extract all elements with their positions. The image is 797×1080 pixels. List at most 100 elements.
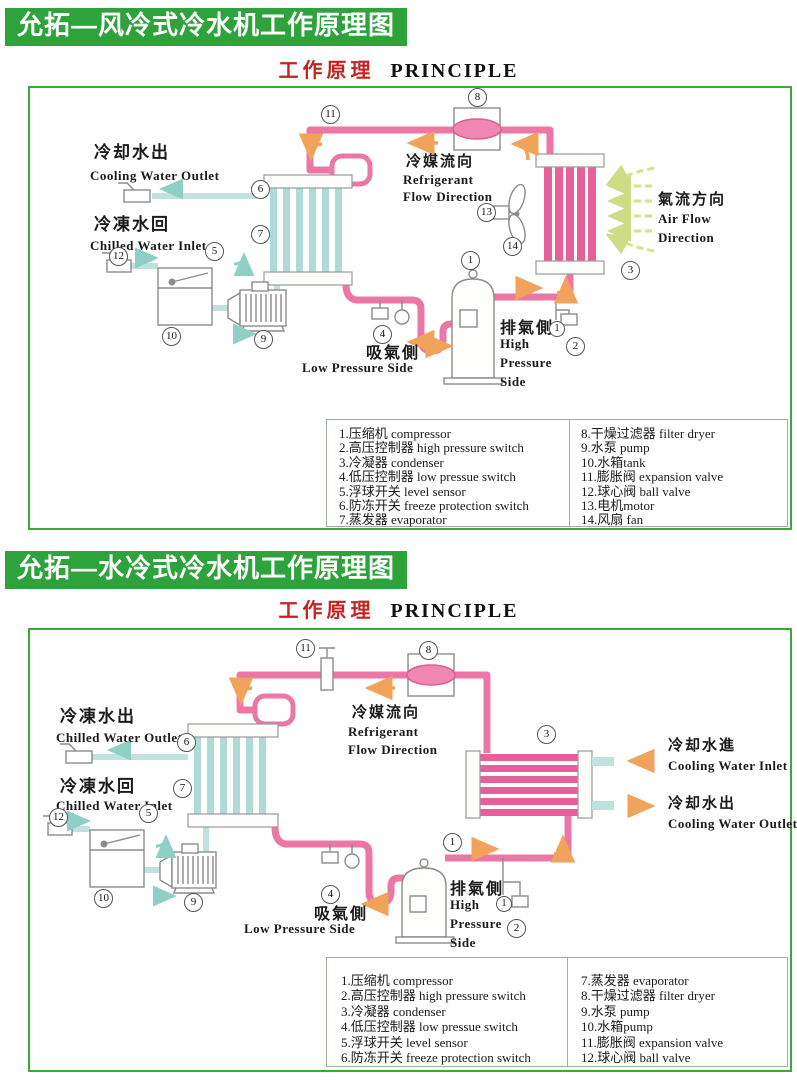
title-zh: 工作原理 — [278, 60, 375, 82]
cooling-water-outlet-stub — [592, 801, 614, 810]
label-high-pressure-en3: Side — [450, 935, 476, 950]
num-circle-2: 2 — [507, 919, 526, 938]
label-refrigerant-en2: Flow Direction — [403, 189, 493, 204]
ball-valve-outlet — [118, 182, 151, 203]
label-cooling-water-outlet-zh: 冷却水出 — [94, 143, 170, 162]
num-circle-4: 4 — [321, 885, 340, 904]
float-switch — [100, 840, 108, 848]
num-circle-8: 8 — [468, 88, 487, 107]
condenser — [465, 750, 614, 819]
banner-water-cooled-title: 允拓—水冷式冷水机工作原理图 — [5, 551, 408, 589]
label-high-pressure-en2: Pressure — [500, 355, 552, 370]
num-circle-3: 3 — [621, 261, 640, 280]
label-refrigerant-en1: Refrigerant — [348, 724, 419, 739]
fan — [493, 183, 526, 245]
cooling-water-inlet-stub — [592, 757, 614, 766]
flow-arrows-orange — [298, 130, 579, 359]
label-air-flow-en1: Air Flow — [658, 211, 712, 226]
num-circle-9: 9 — [184, 893, 203, 912]
legend-item: 3.冷凝器 condenser — [341, 1003, 446, 1019]
label-cooling-water-inlet-en: Cooling Water Inlet — [668, 758, 788, 773]
label-cooling-water-outlet-zh: 冷却水出 — [668, 796, 737, 812]
high-pressure-switch — [502, 858, 529, 908]
low-pressure-switch — [371, 300, 410, 325]
legend-item: 1.压缩机 compressor — [339, 426, 451, 441]
label-refrigerant-en1: Refrigerant — [403, 172, 474, 187]
label-air-flow-zh: 氣流方向 — [658, 192, 727, 208]
label-chilled-water-outlet-zh: 冷凍水出 — [60, 707, 136, 726]
label-cooling-water-outlet-en: Cooling Water Outlet — [90, 168, 220, 183]
legend-item: 12.球心阀 ball valve — [581, 483, 691, 499]
num-circle-5: 5 — [139, 804, 158, 823]
legend-item: 7.蒸发器 evaporator — [581, 973, 689, 988]
label-refrigerant-zh: 冷媒流向 — [352, 705, 421, 721]
banner-air-cooled-title: 允拓—风冷式冷水机工作原理图 — [5, 8, 408, 46]
float-switch — [168, 278, 176, 286]
evaporator — [187, 723, 279, 828]
label-air-flow-en2: Direction — [658, 230, 715, 245]
num-circle-11: 11 — [321, 105, 340, 124]
flow-arrows-orange — [228, 675, 656, 917]
legend-item: 3.冷凝器 condenser — [339, 454, 444, 470]
label-high-pressure-zh: 排氣側 — [450, 881, 505, 898]
label-high-pressure-en1: High — [450, 897, 480, 912]
pump — [159, 843, 217, 894]
num-circle-8: 8 — [419, 641, 438, 660]
num-circle-12: 12 — [109, 247, 128, 266]
label-refrigerant-zh: 冷媒流向 — [406, 154, 475, 170]
legend-item: 8.干燥过滤器 filter dryer — [581, 988, 715, 1004]
num-circle-2: 2 — [566, 337, 585, 356]
label-high-pressure-en3: Side — [500, 374, 526, 389]
num-circle-11: 11 — [296, 639, 315, 658]
legend-item: 5.浮球开关 level sensor — [341, 1034, 468, 1050]
compressor — [395, 858, 455, 944]
expansion-valve-loop — [252, 693, 296, 727]
legend-item: 14.风扇 fan — [581, 512, 644, 528]
flow-arrows-teal — [67, 739, 177, 907]
service-valve — [319, 647, 335, 691]
ball-valve-outlet — [60, 743, 93, 764]
compressor — [443, 269, 503, 385]
legend-item: 4.低压控制器 low pressue switch — [341, 1019, 518, 1035]
num-circle-4: 4 — [373, 325, 392, 344]
label-low-pressure-zh: 吸氣側 — [366, 345, 421, 362]
label-high-pressure-zh: 排氣側 — [500, 320, 555, 337]
num-circle-10: 10 — [162, 327, 181, 346]
water-cooled-diagram: 冷凍水出 Chilled Water Outlet 冷凍水回 Chilled W… — [28, 628, 797, 1072]
label-cooling-water-outlet-en: Cooling Water Outlet — [668, 816, 797, 831]
legend-item: 5.浮球开关 level sensor — [339, 483, 466, 499]
num-circle-1: 1 — [461, 251, 480, 270]
label-low-pressure-en: Low Pressure Side — [302, 360, 414, 375]
fan-motor — [493, 205, 510, 220]
label-cooling-water-inlet-zh: 冷却水進 — [668, 738, 737, 754]
num-circle-10: 10 — [94, 889, 113, 908]
legend-item: 8.干燥过滤器 filter dryer — [581, 426, 715, 441]
legend-item: 10.水箱pump — [581, 1019, 653, 1035]
filter-dryer — [406, 653, 456, 697]
legend-item: 9.水泵 pump — [581, 1003, 650, 1019]
legend-item: 4.低压控制器 low pressue switch — [339, 469, 516, 485]
label-refrigerant-en2: Flow Direction — [348, 742, 438, 757]
num-circle-12: 12 — [49, 808, 68, 827]
label-high-pressure-en2: Pressure — [450, 916, 502, 931]
num-circle-5: 5 — [205, 242, 224, 261]
legend-item: 9.水泵 pump — [581, 440, 650, 456]
air-cooled-diagram: 冷却水出 Cooling Water Outlet 冷凍水回 Chilled W… — [28, 86, 792, 530]
num-circle-6: 6 — [251, 180, 270, 199]
label-low-pressure-en: Low Pressure Side — [244, 921, 356, 936]
legend-item: 13.电机motor — [581, 498, 655, 514]
num-circle-9: 9 — [254, 330, 273, 349]
legend-item: 11.膨胀阀 expansion valve — [581, 1034, 724, 1050]
tank — [89, 829, 145, 888]
label-chilled-water-inlet-zh: 冷凍水回 — [60, 777, 136, 796]
legend-item: 11.膨胀阀 expansion valve — [581, 469, 724, 485]
evaporator — [263, 174, 353, 286]
legend-item: 12.球心阀 ball valve — [581, 1050, 691, 1066]
num-circle-7: 7 — [173, 779, 192, 798]
tank — [157, 267, 213, 326]
